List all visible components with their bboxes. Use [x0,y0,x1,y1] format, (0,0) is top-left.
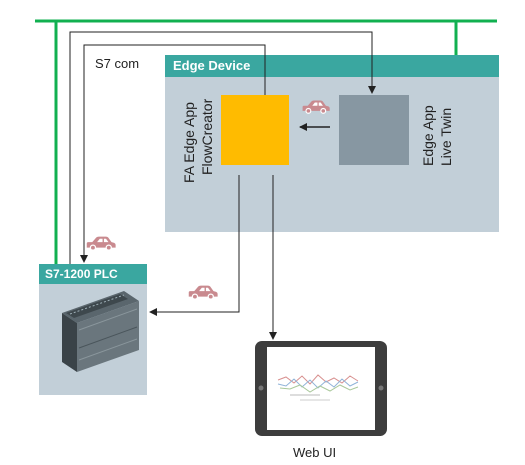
plc-device-icon [62,291,139,372]
network-bus [35,19,497,264]
plc-title: S7-1200 PLC [45,267,118,281]
flowcreator-app-box [221,95,289,165]
car-icon [188,285,218,300]
tablet-icon [255,341,387,436]
livetwin-app-box [339,95,409,165]
web-ui-chart-icon [277,374,359,401]
s7-com-connection [69,31,376,264]
web-ui-label: Web UI [293,445,337,460]
edge-device-header [165,55,499,77]
car-icon [302,100,330,114]
plc-header [39,264,147,284]
edge-device-title: Edge Device [173,58,251,73]
car-icon [86,236,116,251]
edge-device-panel [165,55,499,232]
flowcreator-outputs [149,175,277,340]
s7-com-label: S7 com [95,56,140,71]
